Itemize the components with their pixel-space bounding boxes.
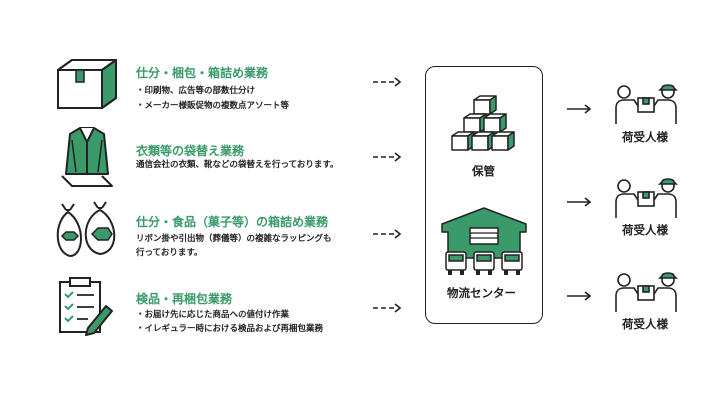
- service-3-line-1: リボン掛や引出物（葬儀等）の複雑なラッピングも: [136, 234, 332, 244]
- dashed-arrow-4: [373, 303, 402, 313]
- warehouse-trucks-icon: [441, 207, 527, 275]
- delivery-handover-icon: [615, 272, 678, 312]
- dashed-arrow-3: [373, 229, 402, 239]
- solid-arrow-1: [567, 104, 592, 114]
- stacked-boxes-icon: [451, 95, 515, 151]
- service-4-line-1: ・お届け先に応じた商品への値付け作業: [136, 310, 290, 320]
- dashed-arrow-2: [373, 152, 402, 162]
- service-3-title: 仕分・食品（菓子等）の箱詰め業務: [136, 215, 329, 229]
- service-4-line-2: ・イレギュラー時における検品および再梱包業務: [136, 324, 324, 334]
- recipient-1-label: 荷受人様: [622, 130, 668, 144]
- folded-jacket-icon: [61, 127, 113, 187]
- delivery-handover-icon: [615, 178, 678, 218]
- service-2-line-1: 通信会社の衣類、靴などの袋替えを行っております。: [136, 160, 339, 170]
- service-1-line-2: ・メーカー様販促物の複数点アソート等: [136, 101, 290, 111]
- logistics-center-box: [425, 66, 543, 324]
- service-2-title: 衣類等の袋替え業務: [136, 144, 245, 158]
- recipient-2-label: 荷受人様: [622, 223, 668, 237]
- storage-label: 保管: [472, 164, 495, 178]
- logistics-center-label: 物流センター: [447, 286, 516, 300]
- cardboard-box-icon: [57, 59, 117, 109]
- dashed-arrow-1: [373, 77, 402, 87]
- recipient-3-label: 荷受人様: [622, 317, 668, 331]
- service-1-line-1: ・印刷物、広告等の部数仕分け: [136, 86, 256, 96]
- service-4-title: 検品・再梱包業務: [136, 292, 233, 306]
- solid-arrow-2: [567, 197, 592, 207]
- candy-bags-icon: [56, 201, 116, 258]
- solid-arrow-3: [567, 291, 592, 301]
- service-3-line-2: 行っております。: [136, 248, 203, 258]
- clipboard-checklist-icon: [59, 277, 113, 336]
- delivery-handover-icon: [615, 84, 678, 124]
- service-1-title: 仕分・梱包・箱詰め業務: [136, 66, 269, 80]
